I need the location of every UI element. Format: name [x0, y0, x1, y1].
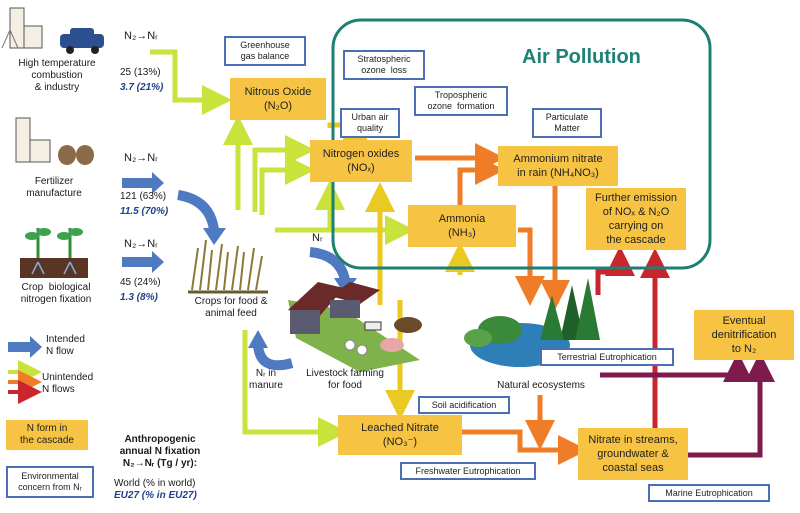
source-crop-label: Crop biological nitrogen fixation	[20, 282, 92, 305]
eu-value-fertilizer: 11.5 (70%)	[120, 206, 169, 217]
legend-unintended-label: Unintended N flows	[42, 372, 94, 395]
legend-world-value: World (% in world)	[114, 478, 196, 489]
concern-greenhouse-gas: Greenhouse gas balance	[224, 36, 306, 66]
world-value-fertilizer: 121 (63%)	[120, 191, 167, 202]
concern-soil-acidification: Soil acidification	[418, 396, 510, 414]
unintended-flows-orange	[415, 143, 588, 465]
source-combustion-label: High temperature combustion & industry	[18, 58, 96, 93]
world-value-crop: 45 (24%)	[120, 277, 161, 288]
n-form-leached-nitrate: Leached Nitrate (NO₃⁻)	[338, 415, 462, 455]
concern-marine-eutrophication: Marine Eutrophication	[648, 484, 770, 502]
intended-curved-arrows	[177, 190, 350, 371]
eu-value-crop: 1.3 (8%)	[120, 292, 158, 303]
livestock-label: Livestock farming for food	[306, 368, 384, 391]
legend-n-form-box: N form in the cascade	[6, 420, 88, 450]
n-form-denitrification: Eventual denitrification to N₂	[694, 310, 794, 360]
livestock-farm-illustration	[288, 282, 422, 372]
n-form-ammonium-nitrate: Ammonium nitrate in rain (NH₄NO₃)	[498, 146, 618, 186]
legend-unintended-arrows	[8, 360, 42, 404]
concern-urban-air: Urban air quality	[340, 108, 400, 138]
livestock-nr-label: Nᵣ	[312, 232, 323, 244]
concern-freshwater-eutrophication: Freshwater Eutrophication	[400, 462, 536, 480]
factory-car-icon	[1, 7, 104, 54]
denitrification-flows	[600, 352, 775, 458]
n-form-nitrate-streams: Nitrate in streams, groundwater & coasta…	[578, 428, 688, 480]
unintended-flows-green	[150, 49, 415, 447]
natural-ecosystems-label: Natural ecosystems	[497, 380, 585, 391]
concern-tropospheric-ozone: Tropospheric ozone formation	[414, 86, 508, 116]
manure-label: Nᵣ in manure	[249, 368, 283, 391]
conversion-label-crop: N₂→Nᵣ	[124, 238, 158, 250]
legend-eu-value: EU27 (% in EU27)	[114, 490, 197, 501]
legend-intended-arrow	[8, 336, 42, 358]
intended-source-arrows	[122, 172, 164, 273]
n-form-nitrous-oxide: Nitrous Oxide (N₂O)	[230, 78, 326, 120]
conversion-label-fertilizer: N₂→Nᵣ	[124, 152, 158, 164]
air-pollution-title: Air Pollution	[522, 46, 641, 68]
conversion-label-combustion: N₂→Nᵣ	[124, 30, 158, 42]
concern-particulate-matter: Particulate Matter	[532, 108, 602, 138]
n-form-ammonia: Ammonia (NH₃)	[408, 205, 516, 247]
anthropogenic-title: Anthropogenic annual N fixation N₂→Nᵣ (T…	[119, 434, 201, 469]
source-fertilizer-label: Fertilizer manufacture	[26, 176, 82, 199]
factory-sacks-icon	[15, 117, 94, 165]
legend-intended-label: Intended N flow	[46, 334, 85, 357]
world-value-combustion: 25 (13%)	[120, 67, 161, 78]
crops-label: Crops for food & animal feed	[194, 296, 268, 319]
crops-illustration	[188, 239, 268, 294]
n-form-further-emission: Further emission of NOₓ & N₂O carrying o…	[586, 188, 686, 250]
eu-value-combustion: 3.7 (21%)	[120, 82, 164, 93]
concern-stratospheric-ozone: Stratospheric ozone loss	[343, 50, 425, 80]
plant-roots-icon	[20, 228, 88, 278]
n-form-nitrogen-oxides: Nitrogen oxides (NOₓ)	[310, 140, 412, 182]
red-flows	[595, 246, 670, 430]
legend-concern-box: Environmental concern from Nᵣ	[6, 466, 94, 498]
concern-terrestrial-eutrophication: Terrestrial Eutrophication	[540, 348, 674, 366]
